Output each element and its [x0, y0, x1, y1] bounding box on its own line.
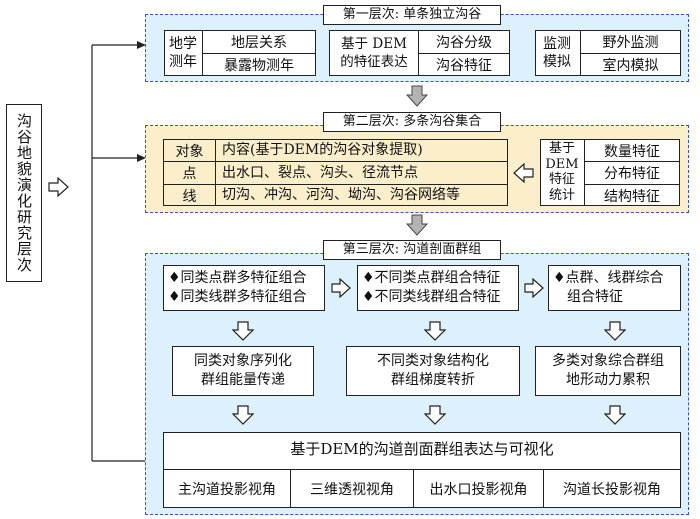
view-long-projection: 沟道长投影视角 — [563, 481, 661, 498]
table-row-key: 线 — [182, 188, 197, 205]
dynamic-accumulation-box: 多类对象综合群组 地形动力累积 — [535, 346, 681, 396]
object-table — [163, 139, 508, 206]
table-row-value: 出水口、裂点、沟头、径流节点 — [222, 165, 418, 181]
table-row-key: 对象 — [175, 143, 204, 160]
stat-table — [540, 139, 680, 206]
hollow-arrow-right-icon — [524, 278, 544, 298]
hollow-arrow-down-icon — [424, 405, 446, 425]
gradient-turn-box: 不同类对象结构化 群组梯度转折 — [346, 346, 520, 396]
hollow-arrow-down-icon — [604, 321, 626, 341]
hollow-arrow-down-icon — [232, 321, 254, 341]
stat-item-distribution: 分布特征 — [604, 166, 660, 182]
visualization-title: 基于DEM的沟道剖面群组表达与可视化 — [290, 439, 554, 458]
table-row-value: 切沟、冲沟、河沟、坳沟、沟谷网络等 — [222, 187, 460, 203]
level1-title: 第一层次: 单条独立沟谷 — [323, 5, 501, 25]
stat-item-structure: 结构特征 — [604, 188, 660, 205]
item-stratigraphy: 地层关系 — [231, 35, 287, 51]
visualization-box — [163, 432, 681, 508]
hollow-arrow-down-icon — [232, 405, 254, 425]
item-gully-grading: 沟谷分级 — [436, 35, 492, 51]
hollow-arrow-right-icon — [331, 278, 351, 298]
dating-label: 地学测年 — [169, 36, 197, 70]
energy-transfer-box: 同类对象序列化 群组能量传递 — [172, 346, 314, 396]
diff-class-box: ♦不同类点群组合特征 ♦不同类线群组合特征 — [357, 265, 519, 311]
side-label: 沟谷地貌演化研究层次 — [15, 113, 33, 273]
level3-title: 第三层次: 沟道剖面群组 — [323, 240, 501, 260]
combined-class-box: ♦点群、线群综合 组合特征 — [548, 265, 681, 311]
side-label-box: 沟谷地貌演化研究层次 — [6, 104, 42, 282]
item-field-monitoring: 野外监测 — [602, 35, 659, 51]
item-exposure-dating: 暴露物测年 — [224, 58, 294, 74]
hollow-arrow-down-icon — [424, 321, 446, 341]
hollow-arrow-down-icon — [604, 405, 626, 425]
item-lab-simulation: 室内模拟 — [602, 58, 659, 74]
hollow-arrow-down-icon — [406, 214, 428, 236]
table-row-value: 内容(基于DEM的沟谷对象提取) — [222, 142, 423, 158]
hollow-arrow-left-icon — [513, 163, 534, 183]
stat-item-quantity: 数量特征 — [604, 143, 660, 160]
item-gully-features: 沟谷特征 — [436, 58, 492, 74]
view-3d-perspective: 三维透视视角 — [310, 481, 394, 498]
same-class-box: ♦同类点群多特征组合 ♦同类线群多特征组合 — [163, 265, 325, 311]
hollow-arrow-right-icon — [48, 177, 69, 197]
table-row-key: 点 — [182, 166, 197, 182]
level2-title: 第二层次: 多条沟谷集合 — [323, 112, 501, 132]
view-main-channel: 主沟道投影视角 — [178, 481, 276, 498]
monitoring-label: 监测模拟 — [543, 36, 571, 70]
view-outlet-projection: 出水口投影视角 — [429, 481, 528, 498]
hollow-arrow-down-icon — [406, 85, 428, 107]
stat-label: 基于 DEM 特征 统计 — [545, 141, 579, 203]
